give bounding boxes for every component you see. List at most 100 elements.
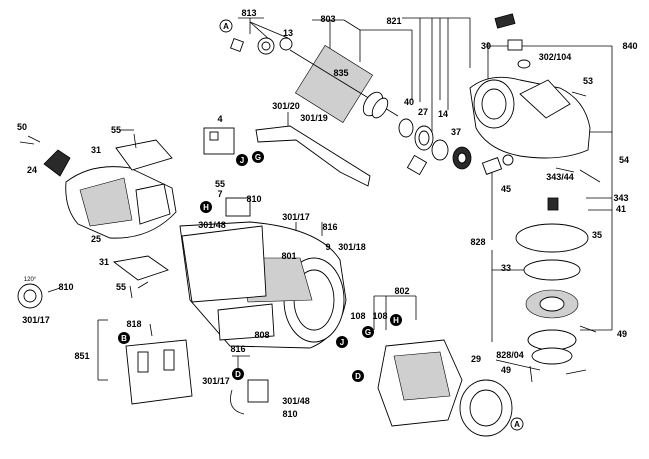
badge-a-bottom: A [510, 417, 524, 431]
pad-24 [43, 149, 71, 177]
callout-30: 30 [481, 41, 491, 51]
plate-808 [217, 303, 275, 341]
switch-carrier [181, 127, 267, 303]
callout-816-top: 816 [322, 222, 337, 232]
callout-803: 803 [320, 14, 335, 24]
callout-53: 53 [583, 76, 593, 86]
callout-25: 25 [91, 234, 101, 244]
rear-bearings [230, 37, 293, 55]
callout-810-left: 810 [58, 282, 73, 292]
callout-9: 9 [325, 242, 330, 252]
callout-13: 13 [283, 28, 293, 38]
badge-d-right: D [352, 370, 364, 382]
callout-120-degrees: 120° [24, 277, 37, 283]
badge-g-bottom: G [362, 326, 374, 338]
callout-31-bottom: 31 [99, 257, 109, 267]
svg-text:J: J [340, 338, 344, 347]
callout-801: 801 [281, 251, 296, 261]
callout-828-04: 828/04 [496, 350, 524, 360]
screws [19, 91, 601, 383]
badge-b: B [118, 332, 130, 344]
callout-808: 808 [254, 330, 269, 340]
callout-40: 40 [404, 97, 414, 107]
leader-lines [27, 17, 613, 381]
badge-a-top: A [219, 19, 233, 33]
covers-31 [112, 139, 173, 281]
gear-head-housing [469, 13, 591, 159]
svg-text:G: G [255, 153, 261, 162]
brush-holder-851 [125, 339, 193, 405]
callout-802: 802 [394, 286, 409, 296]
badge-g-top: G [252, 151, 264, 163]
callout-49-right: 49 [617, 329, 627, 339]
callout-840: 840 [622, 41, 637, 51]
badge-j-top: J [236, 154, 248, 166]
callout-301-48-top: 301/48 [198, 220, 226, 230]
callout-816-bottom: 816 [230, 344, 245, 354]
callout-33: 33 [501, 263, 511, 273]
callout-108-a: 108 [350, 311, 365, 321]
callout-301-18: 301/18 [338, 242, 366, 252]
callout-821: 821 [386, 16, 401, 26]
callout-29: 29 [471, 354, 481, 364]
callout-24: 24 [27, 165, 37, 175]
badge-h-bottom: H [390, 314, 402, 326]
callout-818: 818 [126, 319, 141, 329]
cable-and-brushes [17, 197, 269, 415]
callout-108-b: 108 [372, 311, 387, 321]
field-coil-stator [377, 339, 463, 427]
wheel-guard-assembly [459, 379, 513, 437]
spindle-lock [481, 154, 514, 175]
callout-37: 37 [451, 127, 461, 137]
callout-labels: 813 803 821 840 30 302/104 13 835 53 50 … [17, 8, 638, 419]
bevel-gear-flange [515, 197, 589, 365]
callout-45: 45 [501, 184, 511, 194]
callout-31-top: 31 [91, 145, 101, 155]
callout-41: 41 [616, 204, 626, 214]
callout-54: 54 [619, 155, 629, 165]
svg-text:D: D [355, 372, 361, 381]
callout-301-19: 301/19 [300, 113, 328, 123]
svg-text:A: A [223, 22, 229, 31]
svg-text:A: A [514, 420, 520, 429]
svg-text:J: J [240, 156, 244, 165]
callout-343-44: 343/44 [546, 172, 574, 182]
callout-301-17-top: 301/17 [282, 212, 310, 222]
callout-55-bottom: 55 [116, 282, 126, 292]
svg-text:D: D [235, 370, 241, 379]
svg-text:G: G [365, 328, 371, 337]
callout-49-bottom: 49 [501, 365, 511, 375]
switch-rod [255, 125, 371, 187]
front-bearings-seals [398, 118, 472, 176]
callout-810-top: 810 [246, 194, 261, 204]
callout-810-bottom: 810 [282, 409, 297, 419]
callout-55-top: 55 [111, 125, 121, 135]
svg-text:H: H [393, 316, 399, 325]
callout-343: 343 [613, 193, 628, 203]
callout-835: 835 [333, 68, 348, 78]
rear-handle-housing [65, 166, 177, 239]
callout-14: 14 [438, 109, 448, 119]
callout-50: 50 [17, 122, 27, 132]
callout-301-17-bottom: 301/17 [202, 376, 230, 386]
callout-301-20: 301/20 [272, 101, 300, 111]
callout-851: 851 [74, 351, 89, 361]
callout-35: 35 [592, 230, 602, 240]
callout-301-48-bottom: 301/48 [282, 396, 310, 406]
callout-4: 4 [217, 114, 222, 124]
armature-rotor [289, 45, 399, 123]
callout-55-mid: 55 [215, 179, 225, 189]
callout-302-104: 302/104 [539, 52, 572, 62]
badge-d-left: D [232, 368, 244, 380]
callout-301-17-left: 301/17 [22, 315, 50, 325]
callout-27: 27 [418, 107, 428, 117]
callout-813: 813 [241, 8, 256, 18]
badge-j-bottom: J [336, 336, 348, 348]
callout-7: 7 [217, 189, 222, 199]
callout-828: 828 [470, 237, 485, 247]
badge-h-top: H [200, 201, 212, 213]
letter-badges: A A B D D G G H [118, 19, 524, 431]
svg-text:B: B [121, 334, 127, 343]
